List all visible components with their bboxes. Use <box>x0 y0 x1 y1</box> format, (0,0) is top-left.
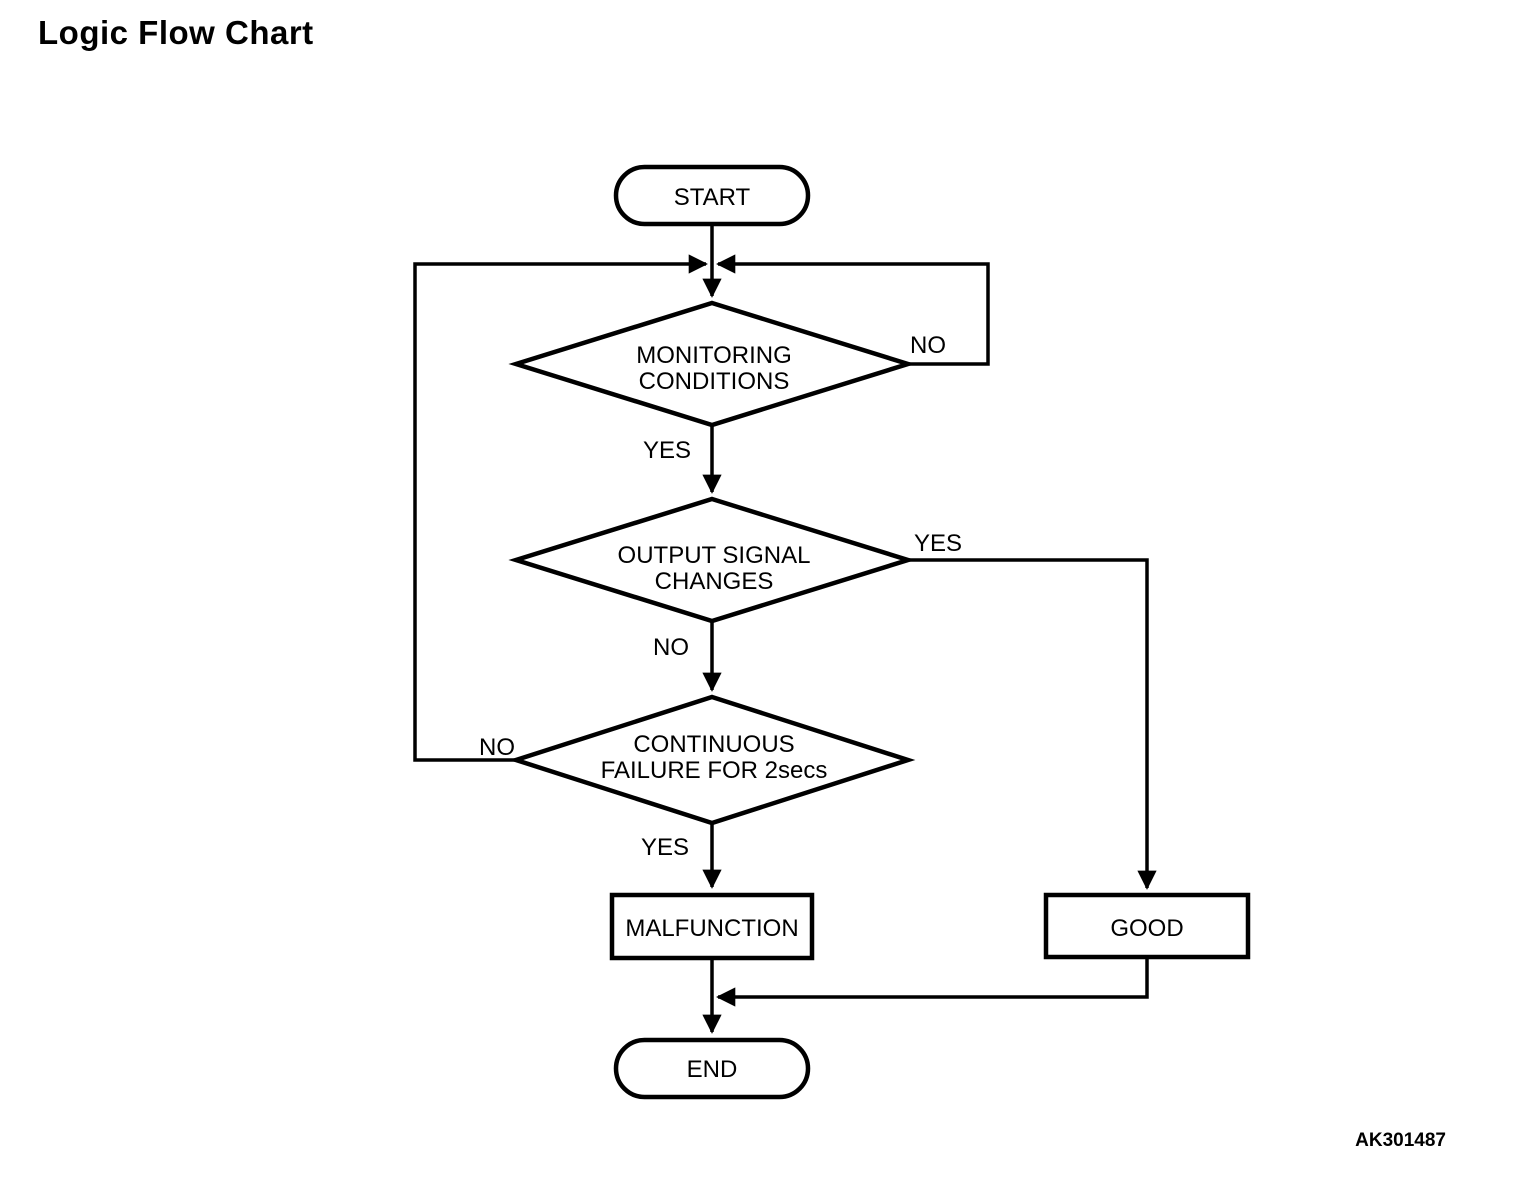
decision-continuous-failure <box>508 694 916 826</box>
end-node-label: END <box>687 1056 738 1083</box>
good-node <box>1043 892 1251 960</box>
edge-label-monitoring-yes: YES <box>643 437 691 464</box>
good-node-label: GOOD <box>1110 915 1183 942</box>
edge-monitoring-no-loop <box>716 254 990 366</box>
start-node <box>613 164 811 227</box>
edge-label-output-yes: YES <box>914 530 962 557</box>
edge-label-continuous-yes: YES <box>641 834 689 861</box>
decision-monitoring-label-line1: MONITORING <box>636 342 792 369</box>
decision-continuous-label-line2: FAILURE FOR 2secs <box>601 757 828 784</box>
malfunction-node-label: MALFUNCTION <box>625 915 798 942</box>
decision-monitoring-label-line2: CONDITIONS <box>639 368 790 395</box>
end-node <box>613 1037 811 1100</box>
decision-output-label-line2: CHANGES <box>655 568 774 595</box>
edge-label-output-no: NO <box>653 634 689 661</box>
decision-output-label-line1: OUTPUT SIGNAL <box>618 542 811 569</box>
edge-continuous-no-loop <box>413 254 708 762</box>
edge-good-to-merge <box>716 957 1149 1007</box>
edge-output-yes <box>908 558 1157 890</box>
malfunction-node <box>609 892 815 961</box>
decision-continuous-label-line1: CONTINUOUS <box>633 731 794 758</box>
decision-output-signal-changes <box>508 496 916 624</box>
edge-label-continuous-no: NO <box>479 734 515 761</box>
decision-monitoring-conditions <box>508 300 916 428</box>
edge-label-monitoring-no: NO <box>910 332 946 359</box>
start-node-label: START <box>674 184 751 211</box>
page-title: Logic Flow Chart <box>38 14 314 51</box>
figure-code: AK301487 <box>1355 1130 1446 1151</box>
